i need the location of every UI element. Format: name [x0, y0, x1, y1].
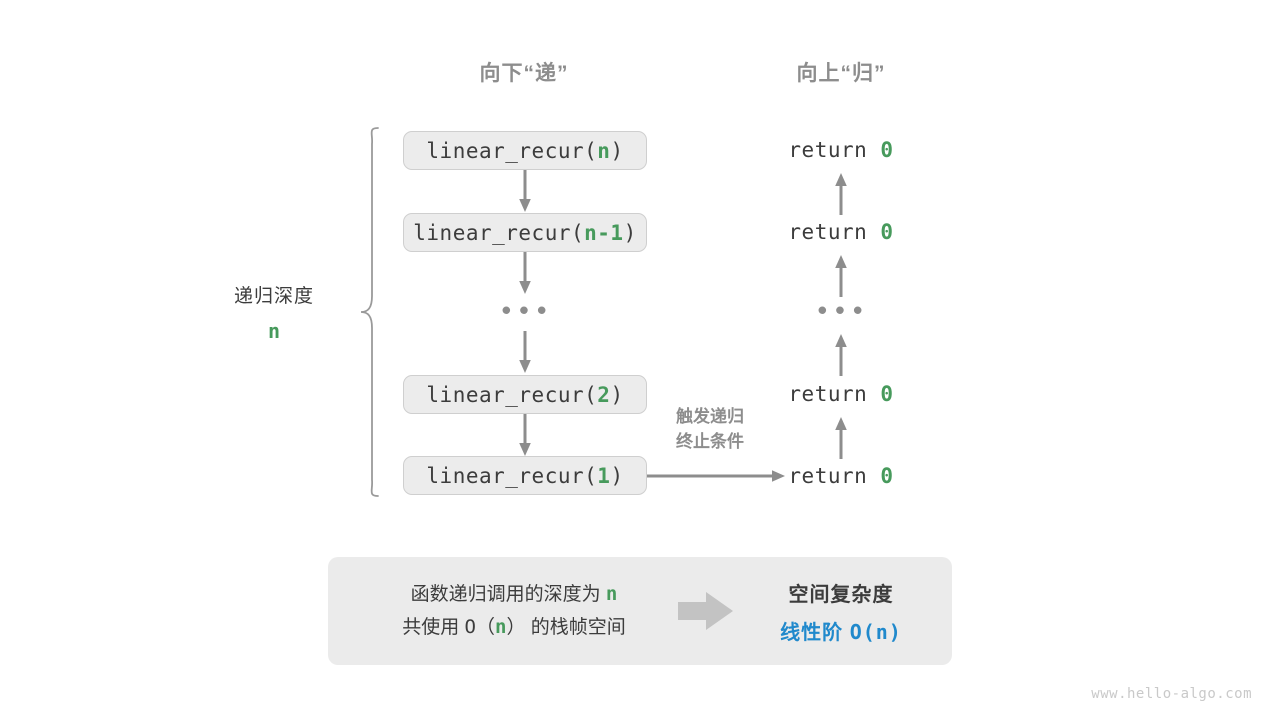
return-value: 0	[880, 464, 894, 488]
returns-ellipsis: •••	[814, 297, 868, 327]
summary-line-2: 共使用 O（n） 的栈帧空间	[360, 611, 668, 644]
up-arrow-icon	[835, 417, 847, 459]
call-frame-suffix: )	[623, 220, 637, 245]
recursion-depth-value: n	[267, 319, 281, 343]
complexity-summary-panel: 函数递归调用的深度为 n 共使用 O（n） 的栈帧空间 空间复杂度 线性阶 O(…	[328, 557, 952, 665]
right-arrow-icon	[647, 470, 785, 482]
return-value: 0	[880, 220, 894, 244]
call-frame-prefix: linear_recur(	[426, 382, 598, 407]
up-arrow-icon	[835, 334, 847, 376]
summary-line-1-text: 函数递归调用的深度为	[410, 583, 606, 605]
return-keyword: return	[788, 382, 868, 406]
column-header-ascend: 向上“归”	[796, 62, 886, 85]
return-keyword: return	[788, 220, 868, 244]
recursion-depth-title: 递归深度	[233, 286, 315, 307]
space-complexity-title: 空间复杂度	[788, 583, 894, 606]
return-value: 0	[880, 382, 894, 406]
down-arrow-icon	[519, 170, 531, 212]
summary-line-1: 函数递归调用的深度为 n	[360, 578, 668, 611]
call-frame-arg: 2	[597, 382, 611, 407]
summary-line-2-var: n	[494, 616, 507, 638]
call-frame-box: linear_recur(n-1)	[403, 213, 647, 252]
return-statement: return 0	[788, 138, 893, 162]
up-arrow-icon	[835, 255, 847, 297]
summary-line-2-text: 共使用	[402, 617, 465, 638]
call-frame-suffix: )	[610, 138, 624, 163]
space-complexity-expr: O(n)	[849, 619, 902, 644]
call-frame-prefix: linear_recur(	[426, 463, 598, 488]
call-frame-arg: n	[597, 138, 611, 163]
summary-line-2-bigo-close: ）	[506, 616, 526, 638]
column-header-descend: 向下“递”	[479, 62, 569, 85]
return-value: 0	[880, 138, 894, 162]
call-frame-box: linear_recur(1)	[403, 456, 647, 495]
down-arrow-icon	[519, 252, 531, 294]
call-frame-prefix: linear_recur(	[413, 220, 585, 245]
return-statement: return 0	[788, 464, 893, 488]
up-arrow-icon	[835, 173, 847, 215]
summary-block-arrow	[668, 591, 744, 631]
block-right-arrow-icon	[678, 592, 733, 630]
recursion-depth-label: 递归深度 n	[234, 281, 314, 343]
base-case-note: 触发递归 终止条件	[676, 405, 744, 454]
summary-line-2-tail: 的栈帧空间	[525, 617, 626, 638]
summary-line-1-var: n	[605, 582, 618, 605]
call-frame-arg: 1	[597, 463, 611, 488]
summary-description: 函数递归调用的深度为 n 共使用 O（n） 的栈帧空间	[328, 578, 668, 645]
return-statement: return 0	[788, 382, 893, 406]
call-frame-arg: n-1	[584, 220, 624, 245]
site-watermark: www.hello-algo.com	[1091, 686, 1252, 702]
call-frame-box: linear_recur(n)	[403, 131, 647, 170]
return-keyword: return	[788, 138, 868, 162]
recursion-depth-brace	[360, 127, 379, 497]
call-frame-suffix: )	[610, 382, 624, 407]
down-arrow-icon	[519, 414, 531, 456]
space-complexity-order: 线性阶	[780, 621, 850, 644]
return-statement: return 0	[788, 220, 893, 244]
call-frame-suffix: )	[610, 463, 624, 488]
down-arrow-icon	[519, 331, 531, 373]
return-keyword: return	[788, 464, 868, 488]
base-case-note-line1: 触发递归	[676, 407, 744, 426]
base-case-note-line2: 终止条件	[676, 431, 744, 451]
summary-line-2-bigo-open: O（	[464, 616, 495, 638]
call-stack-ellipsis: •••	[498, 297, 552, 327]
call-frame-prefix: linear_recur(	[426, 138, 598, 163]
summary-conclusion: 空间复杂度 线性阶 O(n)	[744, 578, 952, 645]
call-frame-box: linear_recur(2)	[403, 375, 647, 414]
space-complexity-value: 线性阶 O(n)	[744, 616, 938, 645]
